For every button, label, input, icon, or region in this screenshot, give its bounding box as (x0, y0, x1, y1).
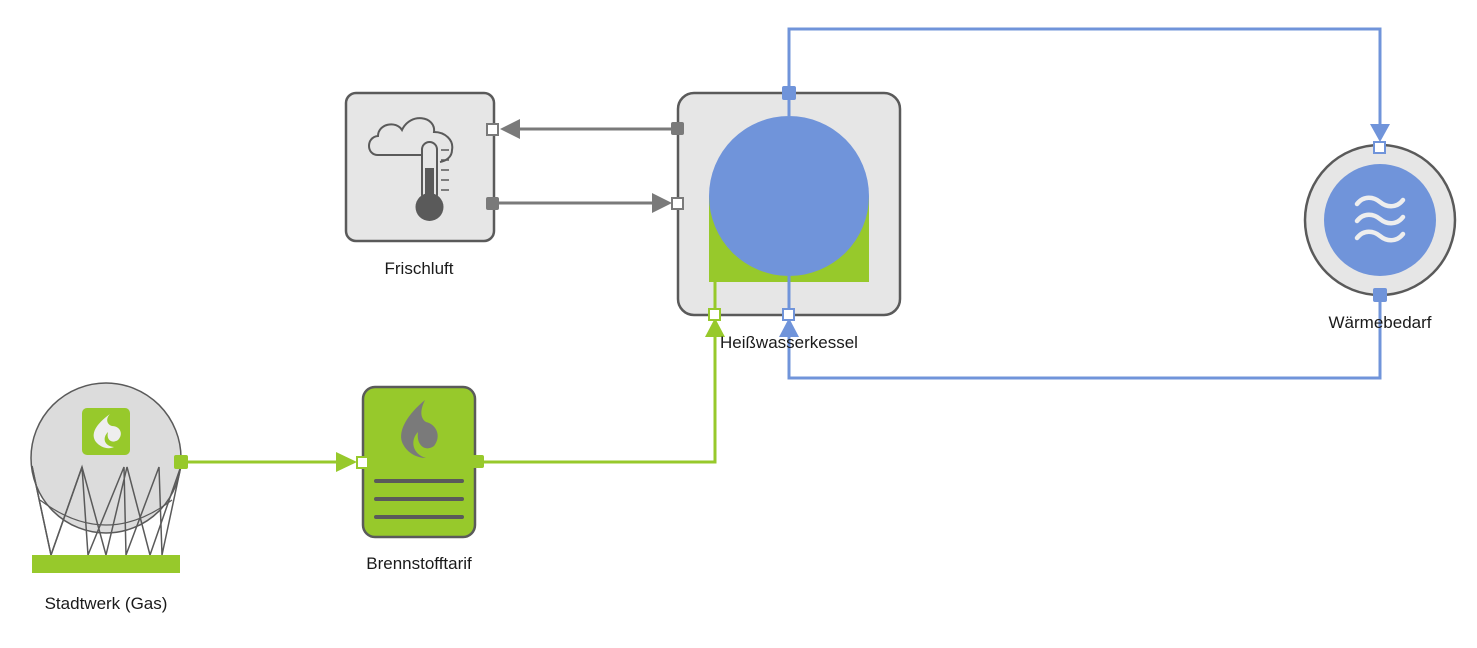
port-gas-in[interactable] (356, 456, 369, 469)
arrowhead-icon (336, 452, 357, 472)
port-gas-out[interactable] (471, 455, 484, 468)
node-heisswasserkessel[interactable] (671, 86, 902, 321)
connection-kessel-to-frischluft[interactable] (500, 119, 677, 139)
port-gas-in[interactable] (708, 308, 721, 321)
port-air-in[interactable] (486, 123, 499, 136)
node-stadtwerk[interactable] (30, 382, 188, 573)
port-heat-in[interactable] (1373, 141, 1386, 154)
node-label-stadtwerk: Stadtwerk (Gas) (44, 594, 168, 613)
flame-icon (401, 400, 438, 458)
port-heat-out[interactable] (1373, 288, 1387, 302)
connection-frischluft-to-kessel[interactable] (492, 193, 672, 213)
arrowhead-icon (1370, 124, 1390, 142)
flame-icon (93, 414, 121, 449)
node-label-frischluft: Frischluft (384, 259, 454, 278)
node-label-brennstofftarif: Brennstofftarif (366, 554, 472, 573)
node-label-waermebedarf: Wärmebedarf (1328, 313, 1432, 332)
arrowhead-icon (705, 318, 725, 337)
connection-stadtwerk-to-brennstofftarif[interactable] (181, 452, 357, 472)
connection-kessel-to-waermebedarf[interactable] (787, 27, 1390, 142)
node-waermebedarf[interactable] (1303, 141, 1457, 302)
port-air-out[interactable] (486, 197, 499, 210)
port-gas-out[interactable] (174, 455, 188, 469)
arrowhead-icon (779, 318, 799, 337)
weather-thermometer-icon (368, 117, 454, 221)
connection-waermebedarf-to-kessel[interactable] (779, 296, 1382, 380)
port-heat-in[interactable] (782, 308, 795, 321)
arrowhead-icon (500, 119, 520, 139)
fuel-tariff-icon (374, 400, 464, 519)
boiler-icon (709, 100, 869, 312)
arrowhead-icon (652, 193, 672, 213)
heat-demand-icon (1324, 164, 1436, 276)
gas-tank-icon (30, 382, 182, 573)
port-air-out[interactable] (671, 122, 684, 135)
connection-brennstofftarif-to-kessel[interactable] (477, 318, 725, 464)
port-air-in[interactable] (671, 197, 684, 210)
node-frischluft[interactable] (344, 91, 499, 243)
port-heat-out[interactable] (782, 86, 796, 100)
node-brennstofftarif[interactable] (356, 385, 484, 539)
node-label-heisswasserkessel: Heißwasserkessel (720, 333, 858, 352)
